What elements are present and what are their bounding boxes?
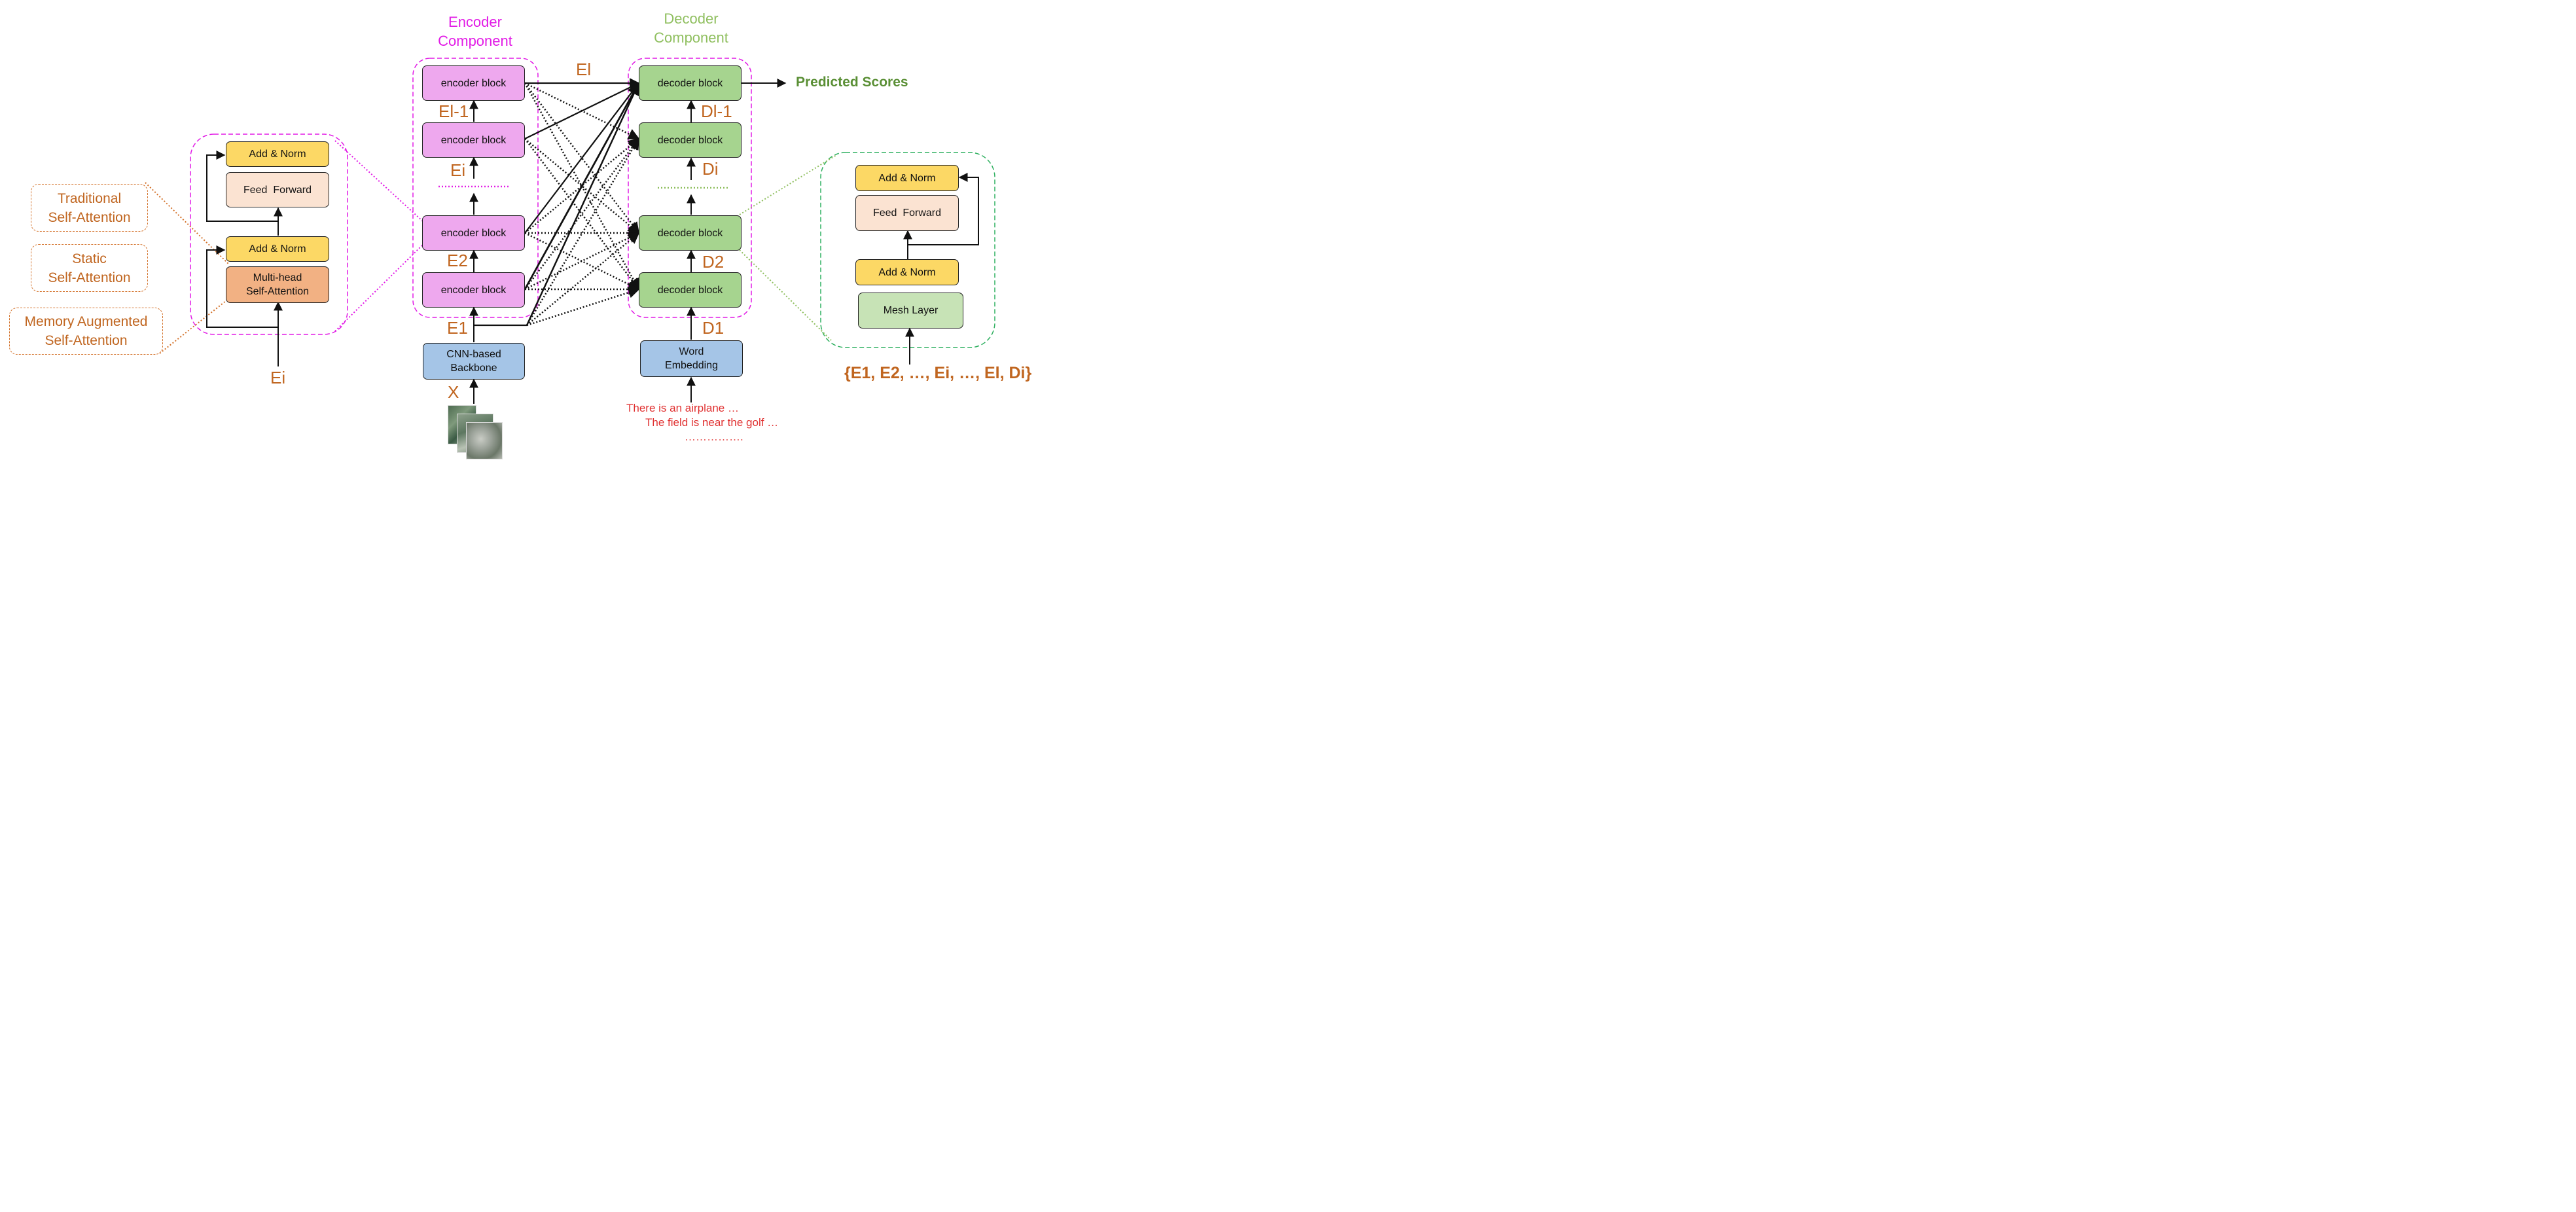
connector-lines — [145, 58, 995, 404]
decoder-component-title: Decoder Component — [654, 10, 728, 46]
caption-line-3: ……………. — [685, 431, 743, 443]
encoder-block-l: encoder block — [422, 65, 525, 101]
label-el-minus-1: El-1 — [438, 101, 469, 121]
caption-line-1: There is an airplane … — [626, 402, 739, 414]
enc-detail-add-norm-top: Add & Norm — [226, 141, 329, 167]
label-ei: Ei — [450, 160, 466, 180]
encoder-block-l-minus-1: encoder block — [422, 122, 525, 158]
label-e1: E1 — [447, 318, 468, 338]
enc-detail-add-norm-bottom: Add & Norm — [226, 236, 329, 262]
variant-static-label: Static Self-Attention — [48, 251, 131, 285]
dec-detail-feed-forward: Feed Forward — [855, 195, 959, 231]
enc-detail-multihead-attention: Multi-head Self-Attention — [226, 266, 329, 303]
decoder-block-l-minus-1: decoder block — [639, 122, 742, 158]
label-di: Di — [702, 159, 719, 179]
variant-memory-augmented-label: Memory Augmented Self-Attention — [24, 314, 148, 348]
label-d2: D2 — [702, 252, 724, 272]
label-e2: E2 — [447, 251, 468, 270]
encoder-component-border — [412, 58, 539, 318]
decoder-block-1: decoder block — [639, 272, 742, 308]
dec-detail-add-norm-bottom: Add & Norm — [855, 259, 959, 285]
label-x: X — [448, 382, 459, 402]
dec-detail-mesh-layer: Mesh Layer — [858, 293, 963, 329]
decoder-detail-border — [820, 152, 995, 348]
dec-detail-add-norm-top: Add & Norm — [855, 165, 959, 191]
encoder-block-1: encoder block — [422, 272, 525, 308]
enc-detail-input-ei: Ei — [270, 368, 286, 387]
caption-line-2: The field is near the golf … — [645, 416, 779, 429]
predicted-scores-label: Predicted Scores — [796, 75, 908, 90]
variant-traditional-label: Traditional Self-Attention — [48, 190, 131, 225]
dec-detail-input-set: {E1, E2, …, Ei, …, El, Di} — [844, 364, 1032, 382]
label-el: El — [576, 60, 592, 79]
label-dl-minus-1: Dl-1 — [701, 101, 732, 121]
cnn-backbone: CNN-based Backbone — [423, 343, 525, 380]
variant-traditional-box: Traditional Self-Attention — [31, 184, 148, 232]
input-image-front — [466, 422, 503, 459]
decoder-block-2: decoder block — [639, 215, 742, 251]
variant-static-box: Static Self-Attention — [31, 244, 148, 292]
decoder-component-border — [628, 58, 752, 318]
word-embedding: Word Embedding — [640, 340, 743, 377]
encoder-block-2: encoder block — [422, 215, 525, 251]
enc-detail-feed-forward: Feed Forward — [226, 172, 329, 207]
decoder-block-l: decoder block — [639, 65, 742, 101]
label-d1: D1 — [702, 318, 724, 338]
variant-memory-augmented-box: Memory Augmented Self-Attention — [9, 308, 163, 355]
encoder-component-title: Encoder Component — [438, 14, 512, 49]
transformer-captioning-diagram: Encoder Component Decoder Component enco… — [0, 0, 1031, 484]
encoder-detail-border — [190, 134, 348, 335]
